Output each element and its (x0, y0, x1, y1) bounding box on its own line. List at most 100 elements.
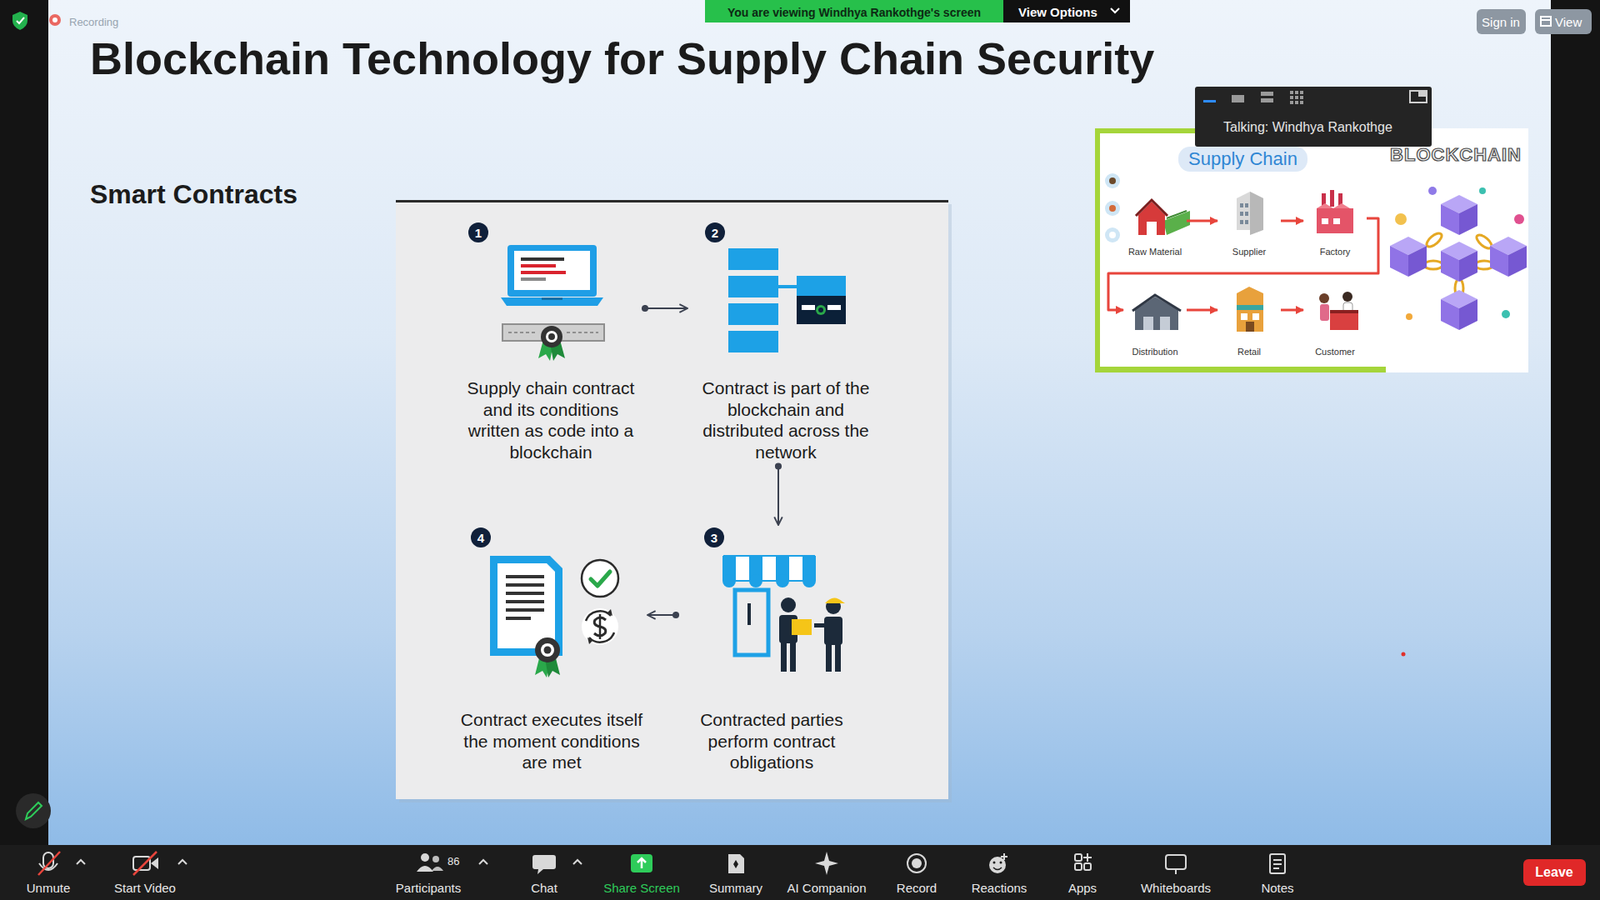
contract-document-icon (581, 560, 619, 597)
diagram-panel (395, 200, 949, 203)
shop-icon (814, 623, 826, 628)
blockchain-cubes (1440, 241, 1478, 282)
supply-chain-stage: Retail (1217, 287, 1281, 358)
speaker-view-panel (1195, 86, 1432, 147)
factory-icon (1321, 218, 1329, 225)
factory-icon (1316, 208, 1354, 234)
top-right-buttons (1476, 9, 1592, 35)
supply-chain-picture (1105, 173, 1120, 189)
pointer-dot (1401, 652, 1406, 657)
laptop-icon (520, 257, 565, 261)
supply-chain-stage: Distribution (1123, 287, 1187, 358)
contract-document-icon (607, 609, 613, 616)
speaker-view-panel (1295, 100, 1299, 105)
speaker-view-panel (1300, 90, 1304, 95)
factory-icon (1330, 190, 1335, 207)
contract-document-icon (497, 563, 555, 649)
meeting-toolbar (38, 851, 60, 875)
meeting-toolbar (1084, 863, 1091, 870)
blockchain-cubes (1514, 214, 1525, 225)
customer-icon (1319, 293, 1330, 304)
recording-status-wrap: Recording (69, 13, 119, 30)
toolbar-label-wrap: Record (896, 880, 937, 896)
barn-icon (1138, 201, 1165, 235)
contract-document-icon (599, 614, 602, 640)
meeting-toolbar (911, 858, 922, 869)
blockchain-blocks-icon (728, 248, 779, 270)
speaker-name: Talking: Windhya Rankothge (1223, 120, 1393, 135)
speaker-view-panel (1410, 90, 1427, 103)
meeting-toolbar (728, 854, 745, 874)
supply-chain-stage-text: Supplier (1217, 246, 1281, 258)
toolbar-label-wrap: Reactions (971, 880, 1028, 896)
top-right-buttons (1476, 9, 1526, 35)
toolbar-label: Summary (709, 880, 763, 895)
meeting-toolbar (573, 860, 582, 865)
toolbar-label: Whiteboards (1140, 880, 1211, 895)
sign-in-button: Sign in (1481, 15, 1520, 30)
supply-chain-panel-text: Supply Chain (1178, 146, 1308, 172)
toolbar-label-wrap: Notes (1260, 880, 1294, 896)
supply-chain-arrow (1280, 309, 1304, 312)
meeting-toolbar (1273, 863, 1282, 865)
slide-title-wrap: Blockchain Technology for Supply Chain S… (90, 31, 1155, 86)
flow-arrow (777, 465, 780, 525)
speaker-view-panel (1418, 90, 1427, 97)
supply-chain-stage: Supplier (1217, 187, 1281, 258)
blockchain-blocks-icon (778, 285, 797, 289)
leave-button: Leave (1535, 865, 1573, 880)
certificate-icon (566, 331, 599, 334)
supplier-building-icon (1236, 191, 1264, 235)
certificate-icon (548, 333, 555, 340)
toolbar-label-wrap: Share Screen (603, 880, 680, 896)
blockchain-blocks-icon (796, 295, 846, 325)
blockchain-blocks-icon (801, 305, 815, 310)
meeting-toolbar (432, 855, 440, 863)
menu-button: View Options (1018, 5, 1098, 20)
laptop-icon (500, 245, 604, 306)
meeting-toolbar (1273, 859, 1282, 861)
meeting-toolbar (1523, 859, 1586, 886)
annotate-button (25, 802, 42, 820)
toolbar-label: Notes (1260, 880, 1294, 895)
toolbar-label: Chat (530, 880, 558, 895)
blockchain-blocks-icon (728, 303, 779, 325)
annotate-button (15, 793, 51, 829)
supply-chain-picture (1109, 177, 1116, 185)
toolbar-label: Apps (1068, 880, 1097, 895)
blockchain-cubes (1390, 236, 1427, 277)
speaker-name-wrap: Talking: Windhya Rankothge (1223, 119, 1393, 135)
shop-icon (789, 555, 803, 581)
process-step: Supply chain contract and its conditions… (456, 225, 645, 466)
shop-icon (791, 619, 812, 635)
supply-chain-arrow (1280, 220, 1304, 223)
diagram-panel (395, 200, 952, 803)
toolbar-label: Start Video (114, 880, 176, 895)
shop-icon (824, 616, 843, 645)
contract-document-icon (540, 643, 555, 657)
blockchain-cubes (1405, 313, 1413, 320)
leave-button-wrap: Leave (1535, 864, 1573, 880)
toolbar-label-wrap: Start Video (114, 880, 176, 896)
blockchain-cubes (1428, 186, 1437, 195)
retail-store-icon (1240, 313, 1248, 320)
meeting-toolbar (133, 851, 157, 875)
shop-icon (724, 555, 815, 581)
meeting-toolbar (0, 845, 1600, 900)
shop-icon (762, 555, 776, 581)
supplier-building-icon (1240, 211, 1244, 216)
supplier-building-icon (1245, 220, 1249, 225)
shop-icon (735, 590, 769, 655)
supply-chain-picture (1095, 128, 1529, 373)
supply-chain-panel: Supply ChainRaw MaterialSupplierFactoryD… (1095, 128, 1386, 373)
picture-heading: BLOCKCHAIN (1390, 144, 1522, 165)
contract-document-icon (535, 637, 560, 663)
supply-chain-picture (1105, 227, 1120, 243)
toolbar-label: Participants (395, 880, 461, 895)
slide-subtitle: Smart Contracts (90, 179, 298, 210)
speaker-view-panel (1290, 100, 1294, 105)
contract-document-icon (505, 583, 545, 587)
blockchain-cubes (1395, 213, 1407, 225)
shop-icon (825, 597, 845, 604)
screen-share-banner (1003, 0, 1130, 23)
